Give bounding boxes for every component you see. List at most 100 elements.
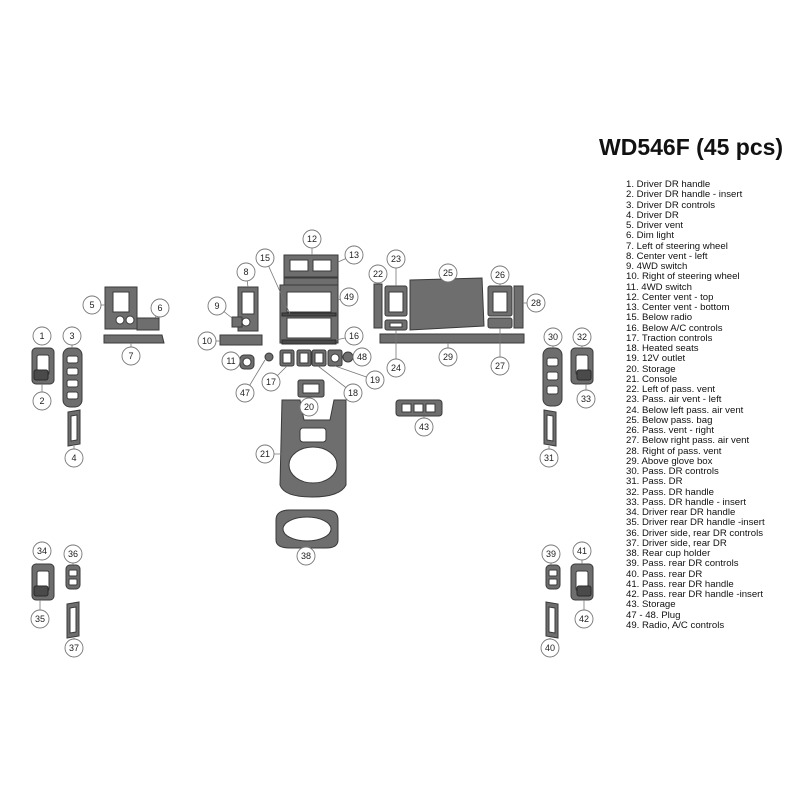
callout-5: 5	[82, 295, 102, 315]
callout-number: 25	[443, 268, 453, 278]
part-25-below-pass-bag	[409, 277, 485, 331]
callout-24: 24	[386, 358, 406, 378]
part-38-rear-cup-holder	[275, 509, 339, 549]
legend-item: 19. 12V outlet	[626, 353, 686, 365]
legend-item: 8. Center vent - left	[626, 250, 708, 262]
part-11-4wd-switch	[239, 354, 255, 370]
callout-23: 23	[386, 249, 406, 269]
part-37-driver-side-rear-dr	[66, 601, 80, 639]
callout-number: 22	[373, 269, 383, 279]
callout-1: 1	[32, 326, 52, 346]
legend-item: 24. Below left pass. air vent	[626, 404, 744, 416]
legend-item: 25. Below pass. bag	[626, 414, 713, 426]
part-35-driver-rear-dr-handle-insert	[33, 585, 49, 597]
callout-circle	[343, 383, 363, 403]
legend-item: 30. Pass. DR controls	[626, 466, 719, 477]
callout-circle	[30, 609, 50, 629]
legend-item: 6. Dim light	[626, 230, 674, 242]
callout-18: 18	[343, 383, 363, 403]
callout-circle	[576, 389, 596, 409]
callout-40: 40	[540, 638, 560, 658]
callout-circle	[221, 351, 241, 371]
callout-7: 7	[121, 346, 141, 366]
callout-circle	[344, 326, 364, 346]
callout-circle	[64, 638, 84, 658]
callout-37: 37	[64, 638, 84, 658]
callout-circle	[386, 249, 406, 269]
legend-item: 18. Heated seats	[626, 343, 699, 354]
callout-circle	[543, 327, 563, 347]
callout-circle	[62, 326, 82, 346]
callout-47: 47	[235, 383, 255, 403]
legend-item: 23. Pass. air vent - left	[626, 394, 722, 406]
legend-item: 37. Driver side, rear DR	[626, 537, 727, 549]
callout-33: 33	[576, 389, 596, 409]
callout-number: 29	[443, 352, 453, 362]
callout-12: 12	[302, 229, 322, 249]
callout-3: 3	[62, 326, 82, 346]
callout-number: 5	[89, 300, 94, 310]
legend-item: 33. Pass. DR handle - insert	[626, 496, 746, 508]
callout-circle	[261, 372, 281, 392]
part-40-pass-rear-dr	[545, 601, 559, 639]
callout-32: 32	[572, 327, 592, 347]
leader-line-15	[264, 257, 291, 315]
callout-circle	[490, 356, 510, 376]
callout-13: 13	[344, 245, 364, 265]
callout-circle	[236, 262, 256, 282]
part-36-driver-side-rear-dr-controls	[65, 564, 81, 590]
callout-number: 12	[307, 234, 317, 244]
callout-circle	[197, 331, 217, 351]
part-24-below-left-pass-air-vent	[384, 319, 408, 331]
legend-item: 35. Driver rear DR handle -insert	[626, 517, 765, 529]
callout-circle	[574, 609, 594, 629]
legend-item: 41. Pass. rear DR handle	[626, 578, 734, 590]
callout-39: 39	[541, 544, 561, 564]
callout-circle	[490, 265, 510, 285]
legend-item: 10. Right of steering wheel	[626, 271, 740, 283]
callout-circle	[296, 546, 316, 566]
callout-circle	[438, 263, 458, 283]
callout-number: 42	[579, 614, 589, 624]
part-5-driver-vent	[104, 286, 138, 330]
legend-item: 28. Right of pass. vent	[626, 445, 722, 457]
part-2-driver-dr-handle-insert	[33, 369, 49, 381]
callout-number: 28	[531, 298, 541, 308]
callout-number: 24	[391, 363, 401, 373]
callout-number: 7	[128, 351, 133, 361]
callout-circle	[82, 295, 102, 315]
legend-item: 2. Driver DR handle - insert	[626, 189, 743, 201]
part-47-plug	[264, 352, 274, 362]
part-13-center-vent-bottom	[283, 277, 339, 286]
legend-item: 36. Driver side, rear DR controls	[626, 527, 764, 539]
callout-circle	[414, 417, 434, 437]
callout-41: 41	[572, 541, 592, 561]
callout-15: 15	[255, 248, 275, 268]
callout-number: 23	[391, 254, 401, 264]
callout-circle	[572, 327, 592, 347]
callout-number: 38	[301, 551, 311, 561]
part-7-left-of-steering-wheel	[103, 334, 165, 344]
legend-item: 31. Pass. DR	[626, 476, 683, 488]
callout-number: 1	[39, 331, 44, 341]
callout-number: 40	[545, 643, 555, 653]
callout-number: 49	[344, 292, 354, 302]
callout-36: 36	[63, 544, 83, 564]
callout-16: 16	[344, 326, 364, 346]
callout-26: 26	[490, 265, 510, 285]
callout-number: 8	[243, 267, 248, 277]
callout-number: 2	[39, 396, 44, 406]
callout-number: 41	[577, 546, 587, 556]
part-26-pass-vent-right	[487, 285, 513, 317]
callout-number: 27	[495, 361, 505, 371]
part-9-4wd-switch	[231, 316, 251, 328]
part-23-pass-air-vent-left	[384, 285, 408, 317]
callout-number: 16	[349, 331, 359, 341]
callout-43: 43	[414, 417, 434, 437]
callout-circle	[541, 544, 561, 564]
callout-number: 30	[548, 332, 558, 342]
legend-item: 3. Driver DR controls	[626, 199, 716, 211]
callout-circle	[386, 358, 406, 378]
callout-42: 42	[574, 609, 594, 629]
